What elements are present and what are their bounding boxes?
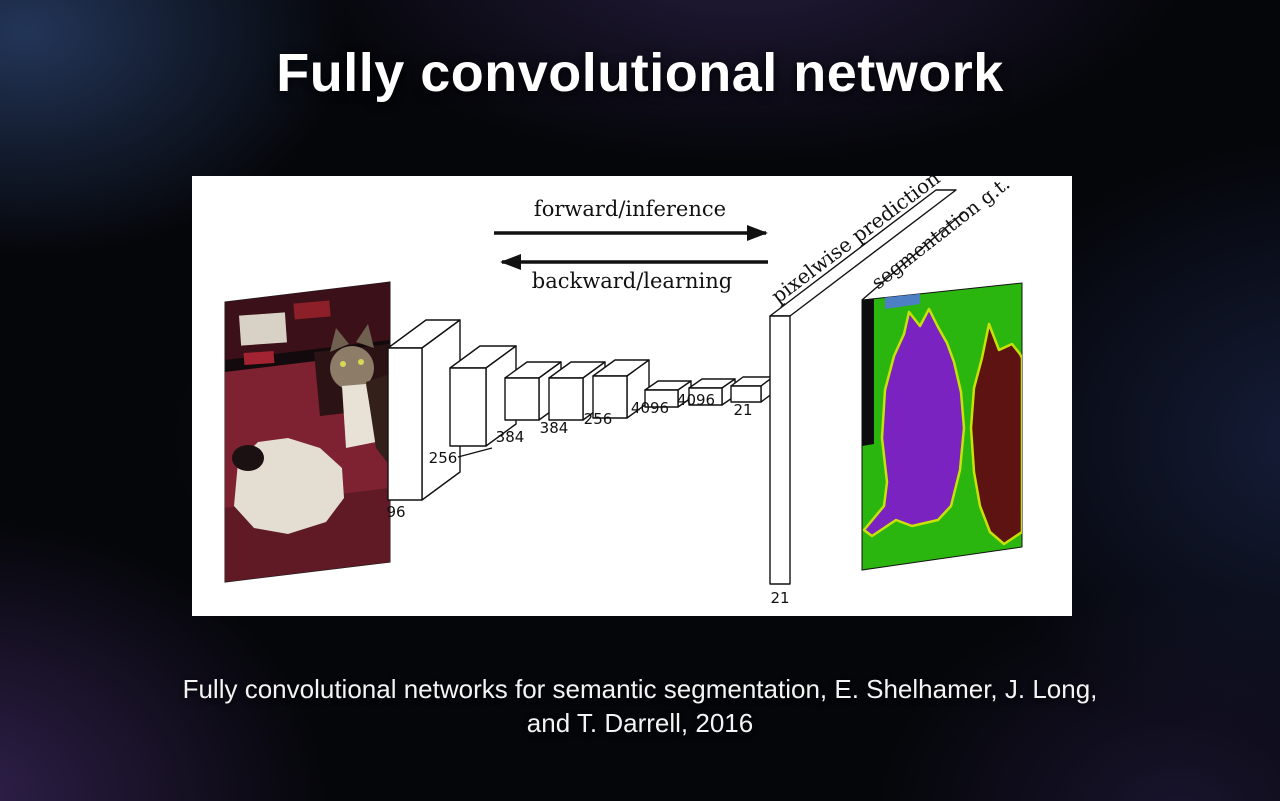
- fc-box-1: [644, 380, 692, 408]
- layer-label-21: 21: [733, 401, 752, 419]
- layer-size-labels: 96 256 384 384 256 4096 4096 21: [386, 391, 752, 521]
- conv-box-5: [592, 359, 650, 419]
- gt-plane-edge: [861, 211, 965, 301]
- forward-inference-label: forward/inference: [534, 197, 726, 221]
- dog-segment-shape: [969, 322, 1022, 546]
- cat-segment-shape: [862, 307, 966, 538]
- citation-line-1: Fully convolutional networks for semanti…: [182, 674, 1098, 704]
- layer-label-4096b: 4096: [677, 391, 715, 409]
- layer-label-384b: 384: [540, 419, 569, 437]
- conv-box-1: [387, 319, 461, 501]
- fc-box-2: [688, 378, 736, 406]
- backward-learning-label: backward/learning: [532, 269, 732, 293]
- segmentation-gt-image: [861, 282, 1023, 571]
- output-channels-label: 21: [770, 589, 789, 607]
- pixelwise-prediction-slab: [769, 189, 957, 585]
- layer-label-96: 96: [386, 503, 405, 521]
- cat-head-shape: [330, 346, 374, 390]
- input-photo-content: [225, 282, 390, 582]
- citation-caption: Fully convolutional networks for semanti…: [0, 672, 1280, 740]
- layer-label-256b: 256: [584, 410, 613, 428]
- layer-label-4096a: 4096: [631, 399, 669, 417]
- layer-label-256a: 256: [429, 449, 458, 467]
- fcn-architecture-diagram: forward/inference backward/learning: [224, 176, 1023, 607]
- citation-line-2: and T. Darrell, 2016: [526, 708, 754, 738]
- conv-box-2: [449, 345, 517, 447]
- slide-title: Fully convolutional network: [276, 43, 1004, 103]
- fcn-diagram-panel: forward/inference backward/learning: [192, 176, 1072, 616]
- score-box: [730, 376, 774, 403]
- layer-label-384a: 384: [496, 428, 525, 446]
- input-photo: [224, 281, 391, 583]
- conv-layer-boxes: [387, 319, 774, 501]
- tv-screen-shape: [239, 312, 287, 346]
